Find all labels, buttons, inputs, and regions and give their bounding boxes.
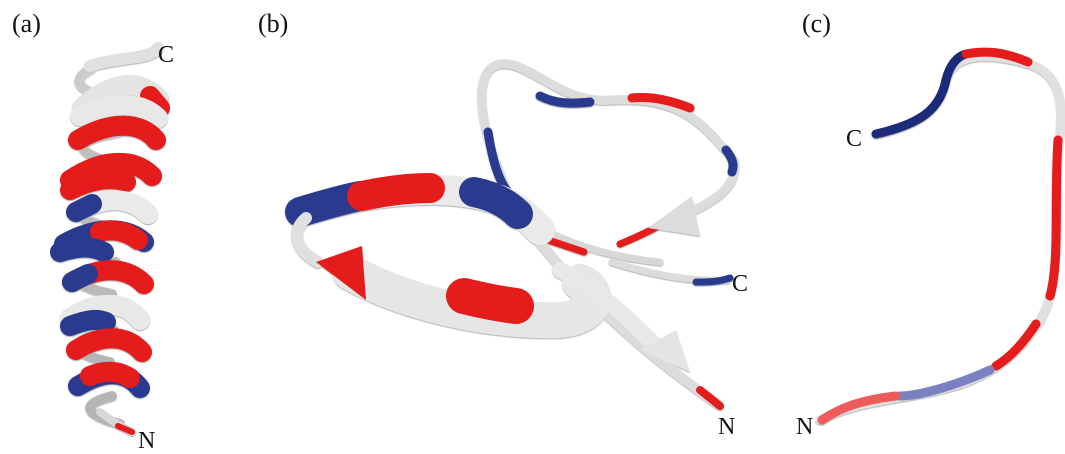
panel-b-arrowhead-left: [316, 246, 366, 300]
panel-a-c-terminus: C: [158, 42, 174, 68]
panel-b-label: (b): [258, 9, 288, 38]
panel-c-c-terminus: C: [846, 126, 862, 152]
panel-c-n-terminus: N: [796, 414, 813, 440]
panel-b-n-terminus: N: [718, 414, 735, 440]
panel-b: (b): [258, 9, 748, 440]
panel-c: (c) C N: [796, 9, 1061, 440]
panel-a-label: (a): [12, 9, 41, 38]
panel-a-n-terminus: N: [138, 428, 155, 454]
panel-c-coil: [820, 52, 1061, 420]
panel-a: (a): [12, 9, 174, 454]
panel-a-helix: [60, 48, 160, 432]
panel-b-sheet: [297, 64, 735, 406]
panel-c-label: (c): [802, 9, 831, 38]
panel-b-c-terminus: C: [732, 271, 748, 297]
